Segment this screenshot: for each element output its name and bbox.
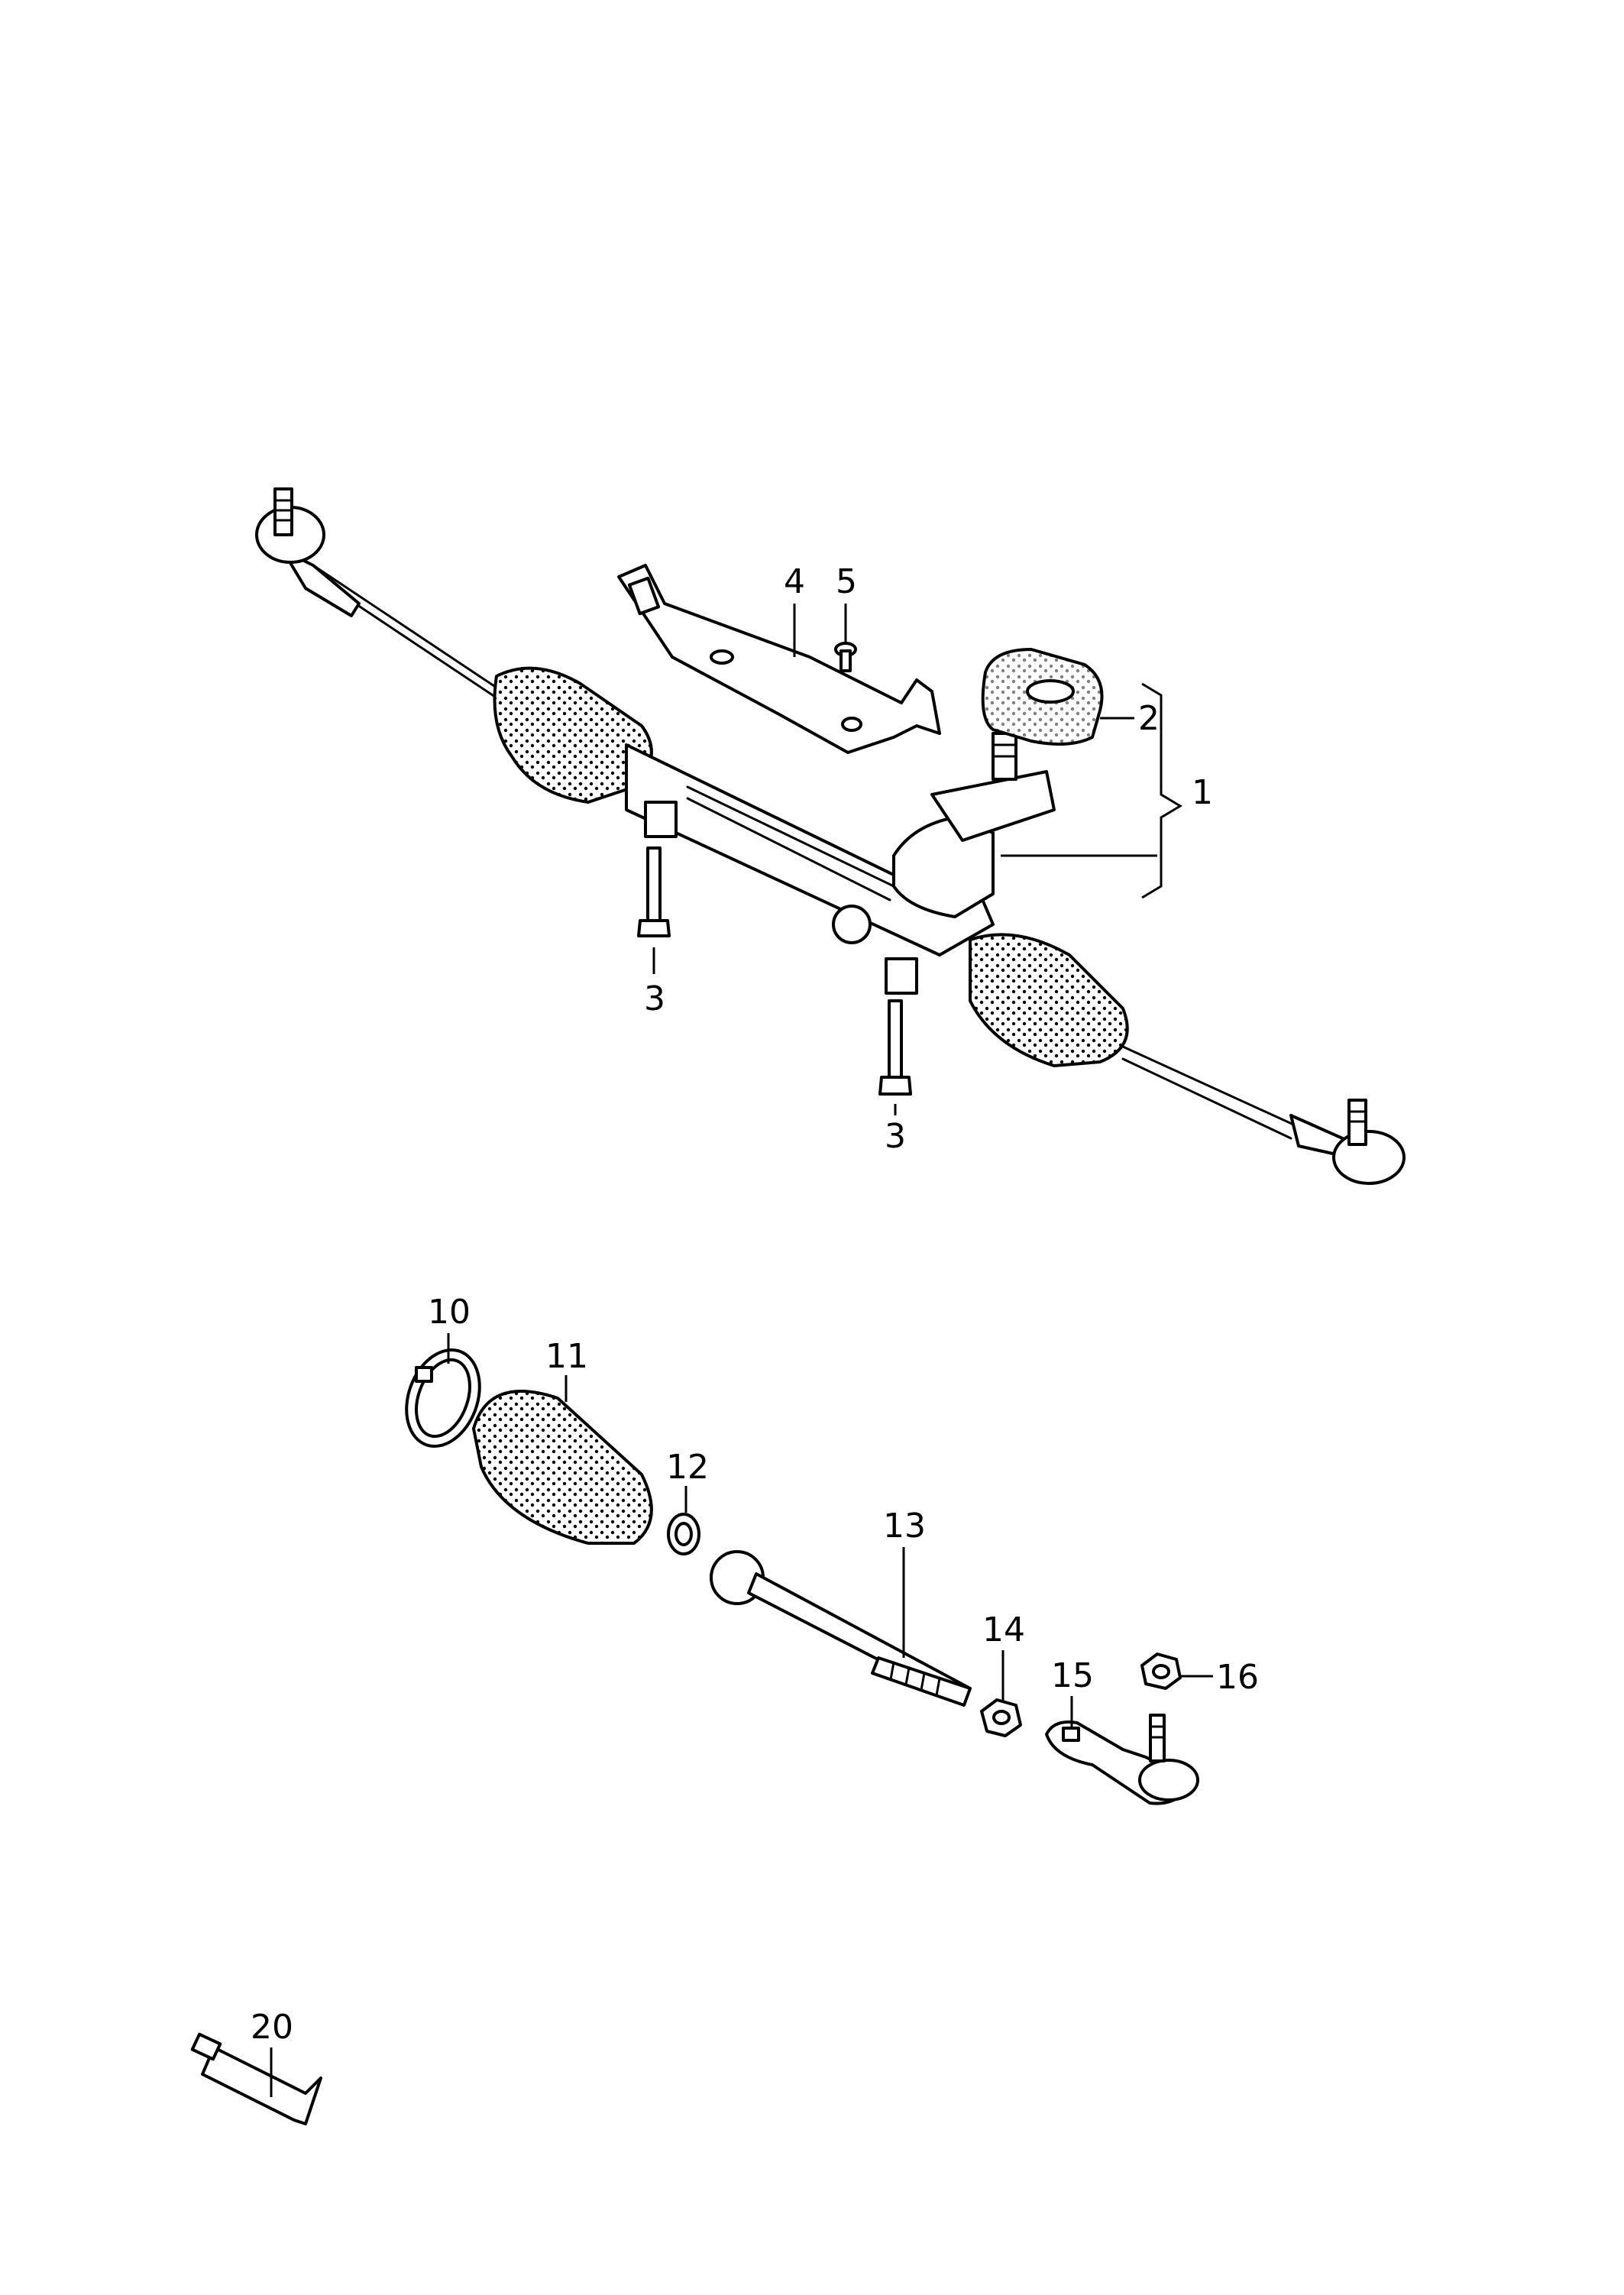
callout-labels: 1 2 3 3 4 5 10 11 12 13 14 15 16 20 [251,562,1259,2047]
left-bellows-boot [493,666,653,804]
callout-14: 14 [982,1610,1025,1649]
screw [834,642,857,672]
inner-tie-rod [710,1550,972,1707]
callout-1: 1 [1192,773,1213,812]
left-tie-rod [255,487,498,698]
clamp [405,1348,481,1448]
pinion-housing [885,732,1056,995]
grease-tube [190,2032,322,2125]
callout-15: 15 [1051,1656,1094,1695]
tie-rod-end [1045,1714,1199,1805]
lock-nut [980,1698,1022,1737]
steering-rack-assembly [255,487,1406,1185]
callout-20: 20 [251,2008,293,2047]
rack-housing [625,743,995,957]
right-tie-rod [1121,1045,1406,1185]
bellows-boot [472,1390,653,1545]
clip [667,1513,700,1555]
callout-4: 4 [784,562,805,601]
callout-2: 2 [1138,699,1160,738]
callout-16: 16 [1216,1658,1259,1697]
right-bellows-boot [969,933,1129,1067]
castle-nut [1140,1652,1182,1690]
callout-3-right: 3 [885,1117,906,1156]
callout-11: 11 [545,1337,588,1376]
mounting-bolt-right [878,999,912,1096]
callout-13: 13 [883,1507,926,1546]
callout-5: 5 [836,562,857,601]
bracket-brace-1 [1141,682,1182,899]
mounting-bolt-left [637,846,671,937]
callout-3-left: 3 [644,979,665,1018]
tie-rod-exploded-parts [405,1333,1213,1805]
rubber-mount [981,648,1104,746]
callout-10: 10 [428,1293,471,1332]
bracket [617,564,941,754]
callout-12: 12 [666,1448,709,1487]
